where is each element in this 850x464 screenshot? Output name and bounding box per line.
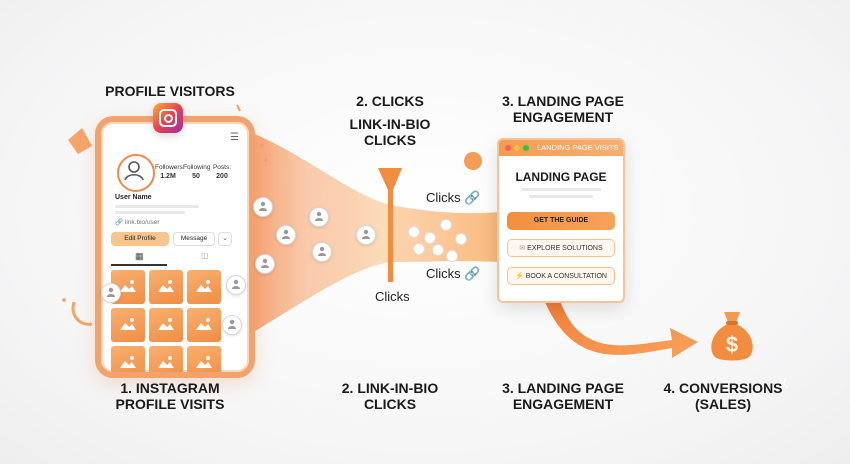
profile-visitors-heading: PROFILE VISITORS bbox=[105, 83, 235, 99]
landing-page-title: LANDING PAGE bbox=[515, 170, 607, 184]
click-dot-icon bbox=[413, 243, 425, 255]
mail-icon: ✉ bbox=[519, 245, 526, 252]
image-icon bbox=[158, 318, 174, 330]
visitor-avatar-icon bbox=[253, 197, 273, 217]
image-icon bbox=[120, 318, 136, 330]
window-title: LANDING PAGE VISITS bbox=[537, 143, 619, 152]
link-icon: 🔗 bbox=[464, 190, 481, 205]
post-tile[interactable] bbox=[111, 308, 145, 342]
step1-label: 1. INSTAGRAM PROFILE VISITS bbox=[115, 380, 225, 412]
post-grid bbox=[111, 270, 221, 372]
explore-solutions-button[interactable]: ✉ EXPLORE SOLUTIONS bbox=[507, 239, 615, 257]
username: User Name bbox=[115, 194, 152, 201]
conversion-arrow bbox=[545, 300, 698, 358]
tagged-tab-icon[interactable]: ◫ bbox=[201, 251, 209, 260]
visitor-avatar-icon bbox=[101, 283, 121, 303]
post-tile[interactable] bbox=[149, 308, 183, 342]
flow-narrow-stream bbox=[390, 205, 500, 262]
visitor-avatar-icon bbox=[226, 275, 246, 295]
post-tile[interactable] bbox=[111, 346, 145, 372]
dollar-sign: $ bbox=[726, 332, 738, 357]
visitor-avatar-icon bbox=[276, 225, 296, 245]
user-silhouette-icon bbox=[124, 161, 144, 181]
decor-arc bbox=[71, 301, 93, 326]
active-tab-indicator bbox=[111, 264, 167, 266]
step4-label: 4. CONVERSIONS (SALES) bbox=[663, 380, 783, 412]
bio-link[interactable]: 🔗 link.bio/user bbox=[115, 219, 160, 226]
landing-page-panel: LANDING PAGE VISITS LANDING PAGE GET THE… bbox=[497, 138, 625, 303]
flow-wide-stream bbox=[240, 128, 390, 340]
click-dot-icon bbox=[432, 244, 444, 256]
visitor-avatar-icon bbox=[312, 242, 332, 262]
money-bag-icon: $ bbox=[711, 312, 753, 361]
step2-label: 2. LINK-IN-BIO CLICKS bbox=[341, 380, 439, 412]
post-tile[interactable] bbox=[149, 270, 183, 304]
step3-label: 3. LANDING PAGE ENGAGEMENT bbox=[502, 380, 624, 412]
image-icon bbox=[196, 356, 212, 368]
message-button[interactable]: Message bbox=[173, 232, 215, 246]
lightning-icon: ⚡ bbox=[515, 273, 524, 280]
post-tile[interactable] bbox=[187, 346, 221, 372]
decor-gem bbox=[68, 128, 92, 154]
stat-posts: Posts:200 bbox=[212, 164, 232, 180]
image-icon bbox=[120, 356, 136, 368]
chevron-down-icon[interactable]: ⌄ bbox=[218, 232, 232, 246]
post-tile[interactable] bbox=[149, 346, 183, 372]
click-dot-icon bbox=[440, 219, 452, 231]
instagram-logo-icon bbox=[153, 103, 183, 133]
visitor-avatar-icon bbox=[222, 315, 242, 335]
avatar[interactable] bbox=[117, 154, 155, 192]
post-tile[interactable] bbox=[187, 308, 221, 342]
book-consultation-button[interactable]: ⚡ BOOK A CONSULTATION bbox=[507, 267, 615, 285]
edit-profile-button[interactable]: Edit Profile bbox=[111, 232, 169, 246]
minimize-dot-icon[interactable] bbox=[514, 145, 520, 151]
text-line bbox=[529, 195, 593, 198]
clicks-heading: 2. CLICKS bbox=[356, 93, 424, 109]
bio-line bbox=[115, 205, 199, 208]
maximize-dot-icon[interactable] bbox=[523, 145, 529, 151]
bio-line bbox=[115, 211, 185, 214]
link-icon: 🔗 bbox=[464, 266, 481, 281]
link-in-bio-heading: LINK-IN-BIO CLICKS bbox=[349, 116, 431, 148]
clicks-label-bottom: Clicks 🔗 bbox=[426, 266, 481, 281]
click-dot-icon bbox=[408, 226, 420, 238]
clicks-label-top: Clicks 🔗 bbox=[426, 190, 481, 205]
decor-ball bbox=[464, 152, 482, 170]
window-titlebar: LANDING PAGE VISITS bbox=[499, 140, 623, 156]
clicks-label-funnel: Clicks bbox=[375, 289, 410, 304]
image-icon bbox=[158, 280, 174, 292]
image-icon bbox=[158, 356, 174, 368]
image-icon bbox=[120, 280, 136, 292]
text-line bbox=[521, 188, 601, 191]
stat-followers: Followers:1.2M bbox=[155, 164, 185, 180]
visitor-avatar-icon bbox=[309, 207, 329, 227]
click-dot-icon bbox=[446, 250, 458, 262]
grid-tab-icon[interactable]: ▦ bbox=[135, 251, 144, 261]
image-icon bbox=[196, 318, 212, 330]
get-the-guide-button[interactable]: GET THE GUIDE bbox=[507, 212, 615, 230]
funnel-shape bbox=[378, 168, 402, 282]
post-tile[interactable] bbox=[187, 270, 221, 304]
close-dot-icon[interactable] bbox=[505, 145, 511, 151]
hamburger-menu-icon[interactable]: ☰ bbox=[230, 132, 239, 143]
landing-engagement-heading: 3. LANDING PAGE ENGAGEMENT bbox=[502, 93, 624, 125]
click-dot-icon bbox=[455, 233, 467, 245]
image-icon bbox=[196, 280, 212, 292]
click-dot-icon bbox=[424, 232, 436, 244]
visitor-avatar-icon bbox=[356, 225, 376, 245]
visitor-avatar-icon bbox=[255, 254, 275, 274]
